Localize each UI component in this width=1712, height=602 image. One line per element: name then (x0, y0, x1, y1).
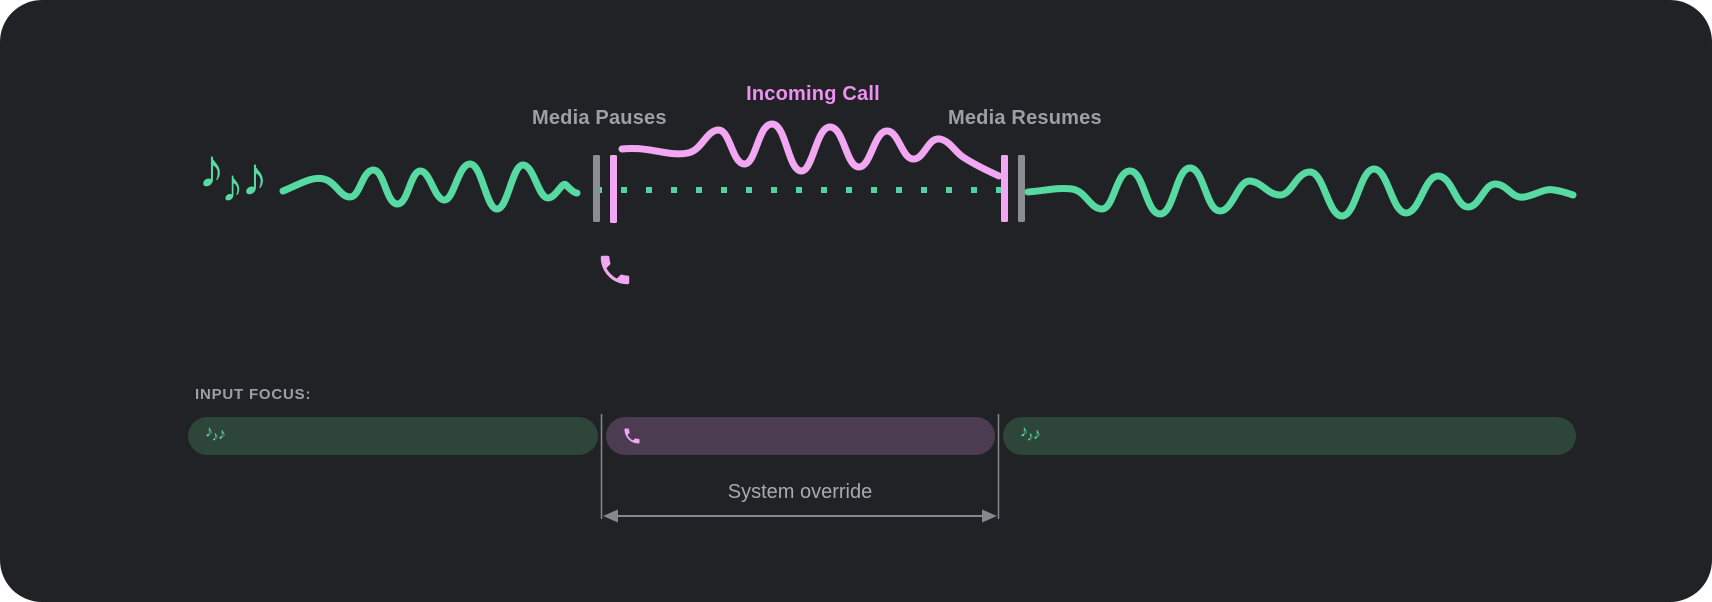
span-arrow-head-right (982, 509, 997, 523)
system-override-label: System override (727, 481, 873, 503)
music-notes-icon: ♪ ♪ ♪ (198, 142, 278, 224)
note-glyph: ♪ (211, 428, 219, 444)
span-arrow-head-left (603, 509, 618, 523)
call-focus-segment (606, 417, 995, 455)
note-glyph: ♪ (205, 422, 214, 441)
note-glyph: ♪ (1026, 428, 1034, 444)
phone-glyph (624, 428, 640, 444)
incoming-call-label: Incoming Call (746, 83, 880, 105)
note-glyph: ♪ (217, 424, 226, 443)
note-glyph: ♪ (241, 147, 268, 207)
music-notes-icon: ♪ ♪ ♪ (205, 423, 229, 448)
media-resumes-label: Media Resumes (948, 107, 1102, 129)
call-wave (618, 120, 1003, 180)
pause-marker-gray (593, 155, 600, 222)
note-glyph: ♪ (198, 139, 225, 199)
media-pauses-label: Media Pauses (532, 107, 667, 129)
phone-icon (600, 255, 630, 285)
note-glyph: ♪ (1020, 422, 1029, 441)
media-wave-before (279, 160, 581, 213)
resume-marker-gray (1018, 155, 1025, 222)
music-notes-icon: ♪ ♪ ♪ (1020, 423, 1044, 448)
resume-marker-pink (1001, 155, 1008, 222)
system-override-span-arrow (603, 509, 997, 523)
phone-icon (624, 428, 640, 444)
input-focus-title: INPUT FOCUS: (195, 386, 312, 403)
media-wave-after (1024, 164, 1577, 220)
media-focus-segment-1: ♪ ♪ ♪ (188, 417, 598, 455)
note-glyph: ♪ (221, 160, 244, 211)
media-focus-segment-2: ♪ ♪ ♪ (1003, 417, 1576, 455)
phone-glyph (600, 255, 630, 285)
note-glyph: ♪ (1032, 424, 1041, 443)
pause-marker-pink (610, 155, 617, 223)
